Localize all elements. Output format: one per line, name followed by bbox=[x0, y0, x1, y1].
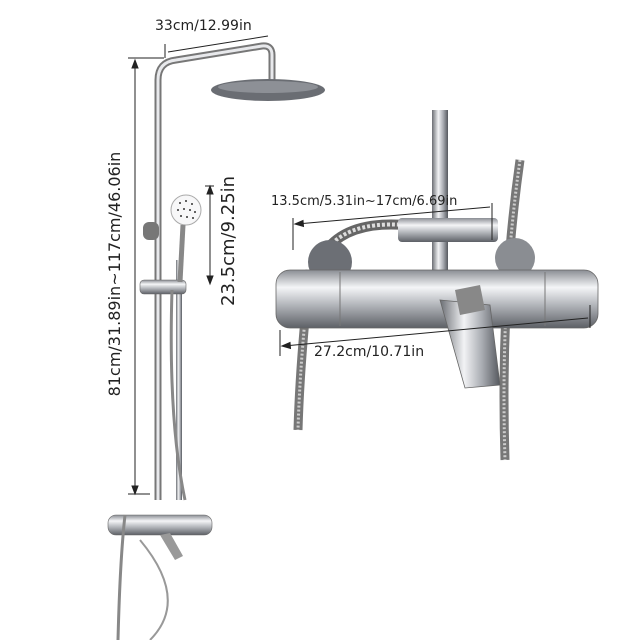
mixer-width-dimension: 27.2cm/10.71in bbox=[314, 344, 425, 360]
wall-bracket bbox=[143, 222, 159, 240]
handheld-slide-dimension: 23.5cm/9.25in bbox=[218, 175, 239, 306]
overhead-arm-dimension: 33cm/12.99in bbox=[155, 18, 252, 34]
slide-holder bbox=[139, 279, 187, 295]
mixer-closeup bbox=[275, 110, 599, 461]
handheld-shower-head bbox=[170, 194, 202, 226]
total-height-dimension: 81cm/31.89in~117cm/46.06in bbox=[105, 151, 124, 397]
slide-rail bbox=[176, 260, 182, 500]
inlet-spacing-dimension: 13.5cm/5.31in~17cm/6.69in bbox=[271, 194, 458, 209]
shower-column bbox=[107, 42, 325, 640]
dimension-lines-right bbox=[279, 203, 591, 356]
dimension-lines-left bbox=[128, 35, 269, 496]
thermostatic-mixer-body bbox=[275, 269, 599, 329]
